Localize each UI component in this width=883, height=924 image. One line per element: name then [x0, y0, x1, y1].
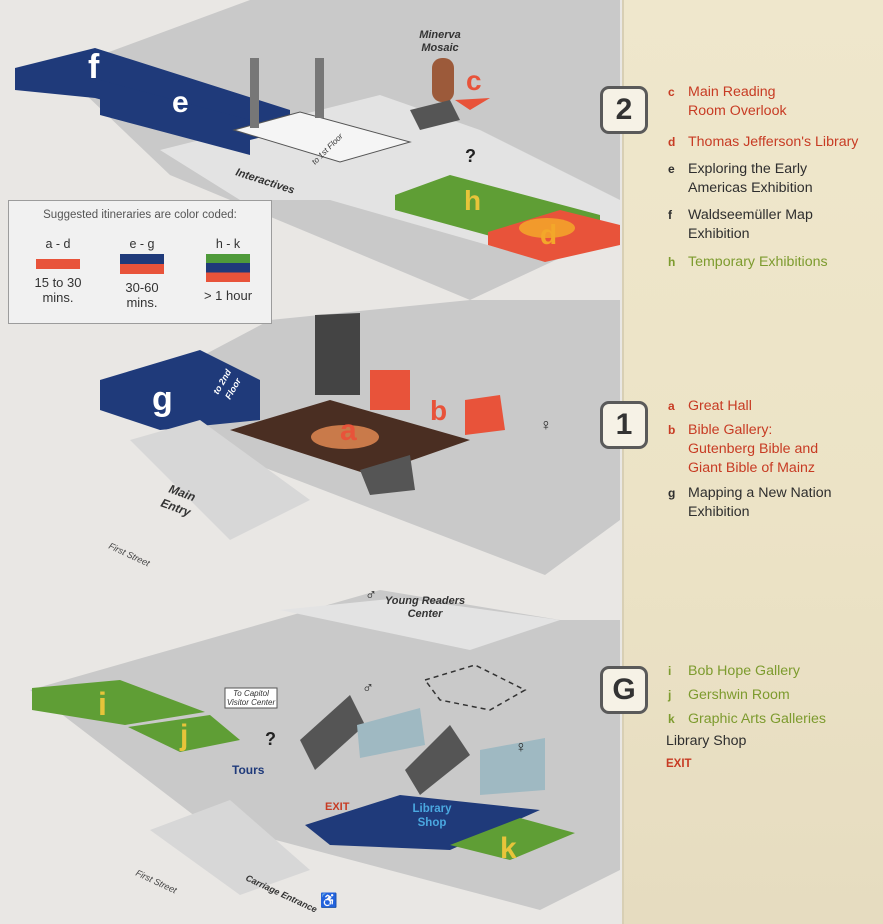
- room-e-area: [100, 80, 250, 155]
- itinerary-group-long: h - k > 1 hour: [193, 237, 263, 303]
- floor-2-plan: [15, 0, 620, 300]
- hall-wall: [315, 313, 360, 395]
- mosaic-icon: [432, 58, 454, 102]
- minerva-label-1: Minerva: [419, 29, 461, 41]
- itinerary-swatch: [206, 254, 250, 282]
- young-readers-label-1: Young Readers: [385, 595, 465, 607]
- column-icon: [315, 58, 324, 118]
- ground-floor-plan: [30, 590, 620, 910]
- legend-exit: EXIT: [666, 758, 692, 770]
- legend-text-line: Mapping a New Nation: [688, 485, 832, 501]
- bible-gallery-case: [465, 395, 505, 435]
- jefferson-library-icon: [519, 218, 575, 238]
- legend-library-shop: Library Shop: [666, 733, 747, 749]
- itinerary-duration-1: 15 to 30: [34, 275, 82, 290]
- stairs-icon: [410, 100, 460, 130]
- column-icon: [250, 58, 259, 128]
- library-shop-label-1: Library: [413, 803, 453, 815]
- bible-gallery-case: [370, 370, 410, 410]
- itinerary-title: Suggested itineraries are color coded:: [43, 209, 237, 221]
- entry-wall: [130, 420, 310, 540]
- great-hall-mosaic: [311, 425, 379, 449]
- room-k-area: [450, 818, 575, 860]
- room-g-area: [100, 350, 260, 430]
- first-street-label-1: First Street: [107, 541, 152, 569]
- info-area: [357, 708, 425, 758]
- itinerary-swatch: [120, 254, 164, 274]
- restroom-icon: ♀: [515, 739, 527, 756]
- room-g-label: g: [152, 380, 173, 418]
- restroom-icon: ♂: [365, 587, 377, 604]
- room-d-label: d: [540, 219, 557, 250]
- itinerary-group-medium: e - g 30-60 mins.: [107, 237, 177, 310]
- coat-check-area: [480, 738, 545, 795]
- floor-1-plan: [100, 300, 620, 575]
- legend-text-line: Main Reading: [688, 84, 776, 100]
- room-k-label: k: [500, 832, 517, 865]
- room-e-label: e: [172, 86, 189, 119]
- floor-2-badge: 2: [600, 86, 648, 134]
- dashed-area: [423, 664, 527, 711]
- itinerary-swatch: [36, 259, 80, 269]
- room-c-label: c: [466, 65, 482, 96]
- room-h-label: h: [464, 185, 481, 216]
- restroom-icon: ♀: [540, 417, 552, 434]
- exit-label: EXIT: [325, 801, 350, 813]
- itinerary-range: e - g: [129, 237, 155, 251]
- minerva-label-2: Mosaic: [421, 42, 458, 54]
- info-icon: ?: [465, 146, 476, 166]
- itinerary-legend: Suggested itineraries are color coded: a…: [8, 200, 272, 324]
- legend-text-line: Americas Exhibition: [688, 180, 813, 196]
- ground-floor-badge: G: [600, 666, 648, 714]
- legend-text-line: Exhibition: [688, 504, 750, 520]
- stairs-icon: [300, 695, 365, 770]
- itinerary-duration-2: mins.: [126, 295, 158, 310]
- room-j-area: [128, 715, 240, 752]
- restroom-icon: ♂: [362, 680, 374, 697]
- capitol-label-2: Visitor Center: [227, 698, 276, 707]
- interactives-area: [232, 111, 412, 163]
- floor-legend-panel: [622, 0, 883, 924]
- young-readers-label-2: Center: [408, 608, 444, 620]
- itinerary-duration-2: mins.: [42, 290, 74, 305]
- legend-text-line: Gutenberg Bible and: [688, 441, 819, 457]
- itinerary-range: a - d: [45, 237, 71, 251]
- room-a-label: a: [340, 414, 357, 447]
- room-j-label: j: [179, 719, 188, 752]
- library-shop-area: [305, 795, 540, 850]
- tours-label: Tours: [232, 763, 265, 777]
- library-shop-label-2: Shop: [418, 817, 447, 829]
- capitol-sign: [224, 687, 278, 709]
- young-readers-area: [280, 598, 560, 650]
- legend-text-line: Giant Bible of Mainz: [688, 460, 815, 476]
- legend-text-line: Exhibition: [688, 226, 750, 242]
- room-i-label: i: [98, 686, 107, 722]
- legend-text-line: Waldseemüller Map: [688, 207, 813, 223]
- legend-text-line: Bible Gallery:: [688, 422, 773, 438]
- legend-text-line: Exploring the Early: [688, 161, 808, 177]
- first-street-label-2: First Street: [134, 868, 179, 896]
- floor-plan-map: f e c h d g a b i j k Minerva Mosaic Int…: [15, 0, 620, 915]
- floor-1-badge: 1: [600, 401, 648, 449]
- capitol-label-1: To Capitol: [233, 689, 269, 698]
- room-b-label: b: [430, 395, 447, 426]
- itinerary-duration-1: > 1 hour: [203, 288, 253, 303]
- carriage-entry-wall: [150, 800, 310, 895]
- room-f-label: f: [88, 48, 100, 86]
- info-icon: ?: [265, 729, 276, 749]
- accessible-icon: ♿: [320, 892, 337, 909]
- itinerary-duration-1: 30-60: [125, 280, 159, 295]
- stairs-icon: [405, 725, 470, 795]
- room-i-area: [32, 680, 205, 725]
- stairs-icon: [360, 455, 415, 495]
- itinerary-group-short: a - d 15 to 30 mins.: [23, 237, 93, 305]
- room-c-marker: [455, 98, 490, 110]
- itinerary-range: h - k: [215, 237, 241, 251]
- legend-text-line: Room Overlook: [688, 103, 787, 119]
